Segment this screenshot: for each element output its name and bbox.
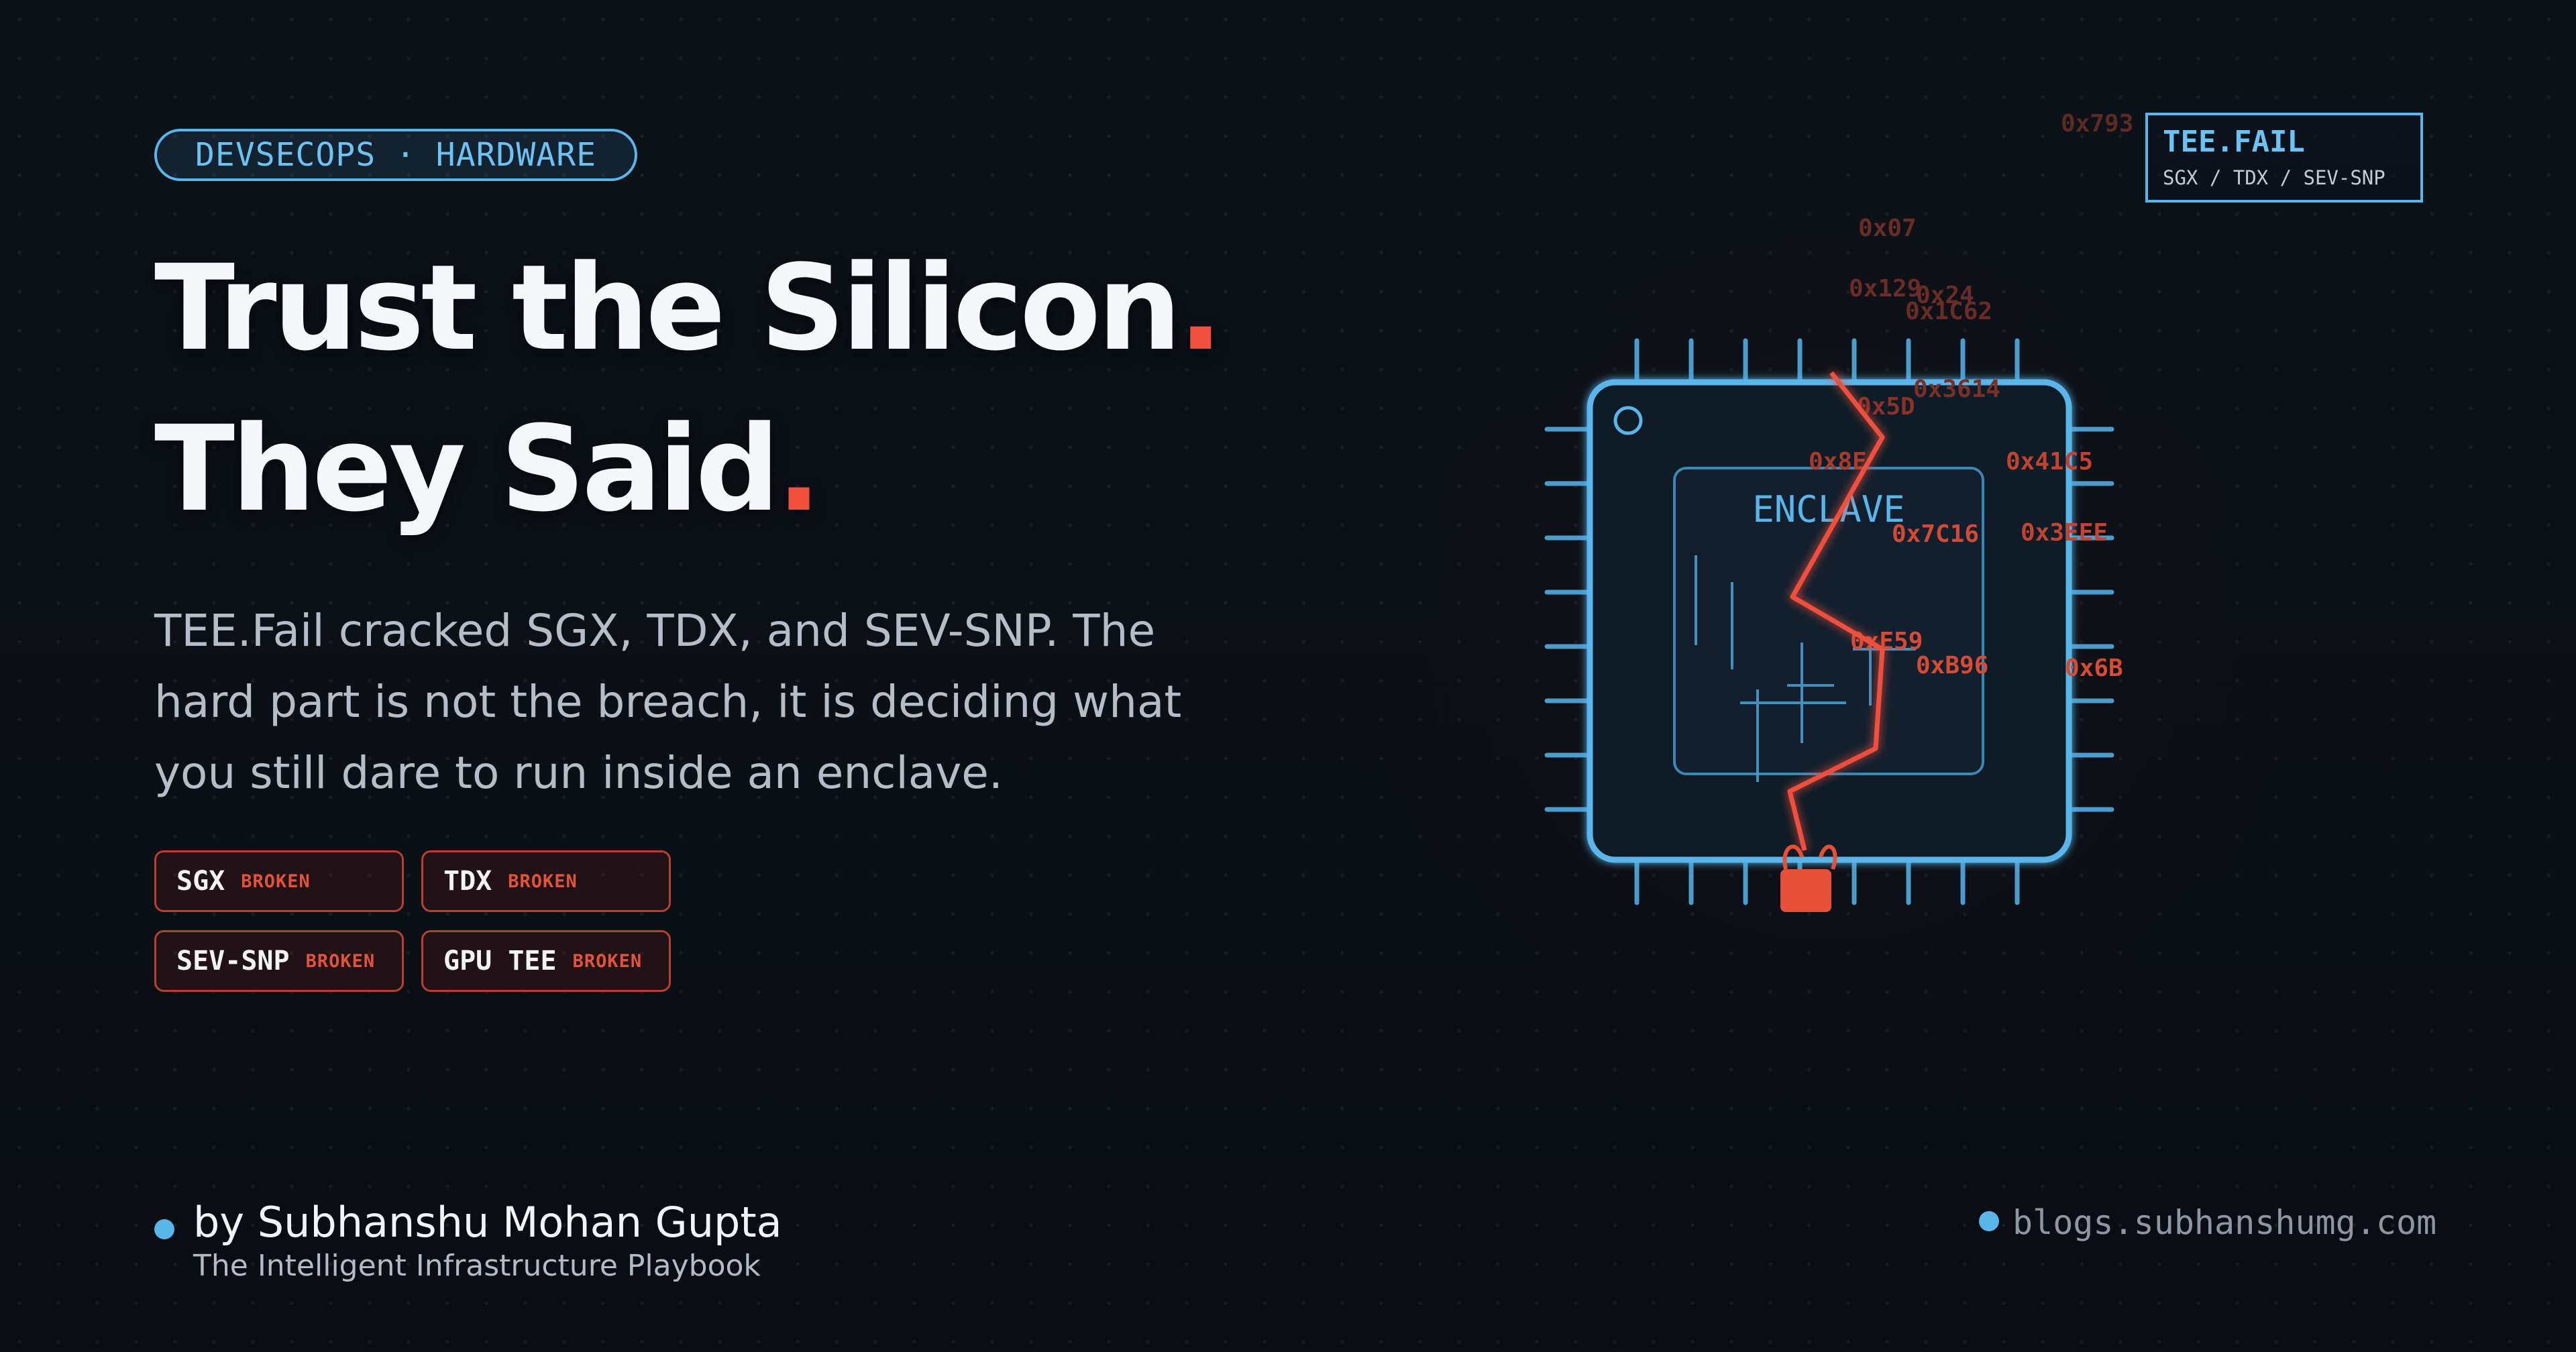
badge-name: SEV-SNP (176, 946, 290, 976)
enclave-circuit-lines (1695, 555, 1916, 782)
headline-accent-dot-2: . (776, 400, 822, 538)
tee-fail-box: TEE.FAIL SGX / TDX / SEV-SNP (2145, 113, 2423, 203)
hex-code: 0x6B (2065, 655, 2123, 682)
author-name: by Subhanshu Mohan Gupta (193, 1198, 782, 1247)
hex-code: 0x41C5 (2006, 448, 2093, 475)
hex-code: 0xE59 (1850, 628, 1923, 655)
badge-name: SGX (176, 866, 225, 897)
site-link[interactable]: blogs.subhanshumg.com (2012, 1203, 2437, 1242)
chip-notch-icon (1613, 406, 1643, 435)
badge-name: GPU TEE (443, 946, 557, 976)
headline-line-2-text: They Said (154, 400, 780, 538)
headline-line-2: They Said. (154, 410, 821, 528)
chip-hex-codes: 0x793 0x07 0x129 0x24 0x1C62 0x3614 0x5D… (1809, 110, 2133, 682)
badge-tdx: TDX BROKEN (421, 850, 671, 912)
badge-gpu-tee: GPU TEE BROKEN (421, 930, 671, 992)
headline-accent-dot-1: . (1178, 239, 1223, 377)
tee-fail-subtitle: SGX / TDX / SEV-SNP (2163, 166, 2385, 189)
tee-fail-title: TEE.FAIL (2163, 125, 2305, 159)
site-dot-icon (1979, 1211, 1999, 1231)
badge-status: BROKEN (508, 870, 578, 892)
enclave-label: ENCLAVE (1752, 488, 1905, 530)
hex-code: 0x1C62 (1905, 298, 1992, 325)
badge-sev-snp: SEV-SNP BROKEN (154, 930, 404, 992)
hex-code: 0x07 (1858, 215, 1917, 242)
hex-code: 0x24 (1916, 282, 1974, 309)
chip-pins (1544, 338, 2114, 905)
hex-code: 0xB96 (1916, 652, 1988, 679)
hex-code: 0x3EEE (2021, 519, 2108, 547)
badge-status: BROKEN (572, 950, 643, 972)
hex-code: 0x129 (1849, 275, 1921, 302)
author-dot-icon (154, 1219, 174, 1239)
hex-code: 0x8E (1809, 448, 1867, 475)
description: TEE.Fail cracked SGX, TDX, and SEV-SNP. … (154, 605, 1182, 799)
hex-code: 0x7C16 (1892, 520, 1979, 548)
badge-status: BROKEN (241, 870, 311, 892)
hex-code: 0x793 (2061, 110, 2133, 137)
headline-line-1: Trust the Silicon. (154, 249, 1223, 368)
author-tagline: The Intelligent Infrastructure Playbook (193, 1249, 761, 1283)
badge-status: BROKEN (305, 950, 376, 972)
broken-padlock-icon (1780, 844, 1837, 912)
badge-name: TDX (443, 866, 492, 897)
category-tag: DEVSECOPS · HARDWARE (154, 129, 637, 181)
crack-line (1787, 371, 1885, 851)
hex-code: 0x3614 (1913, 376, 2000, 403)
headline-line-1-text: Trust the Silicon (154, 239, 1181, 377)
badge-sgx: SGX BROKEN (154, 850, 404, 912)
